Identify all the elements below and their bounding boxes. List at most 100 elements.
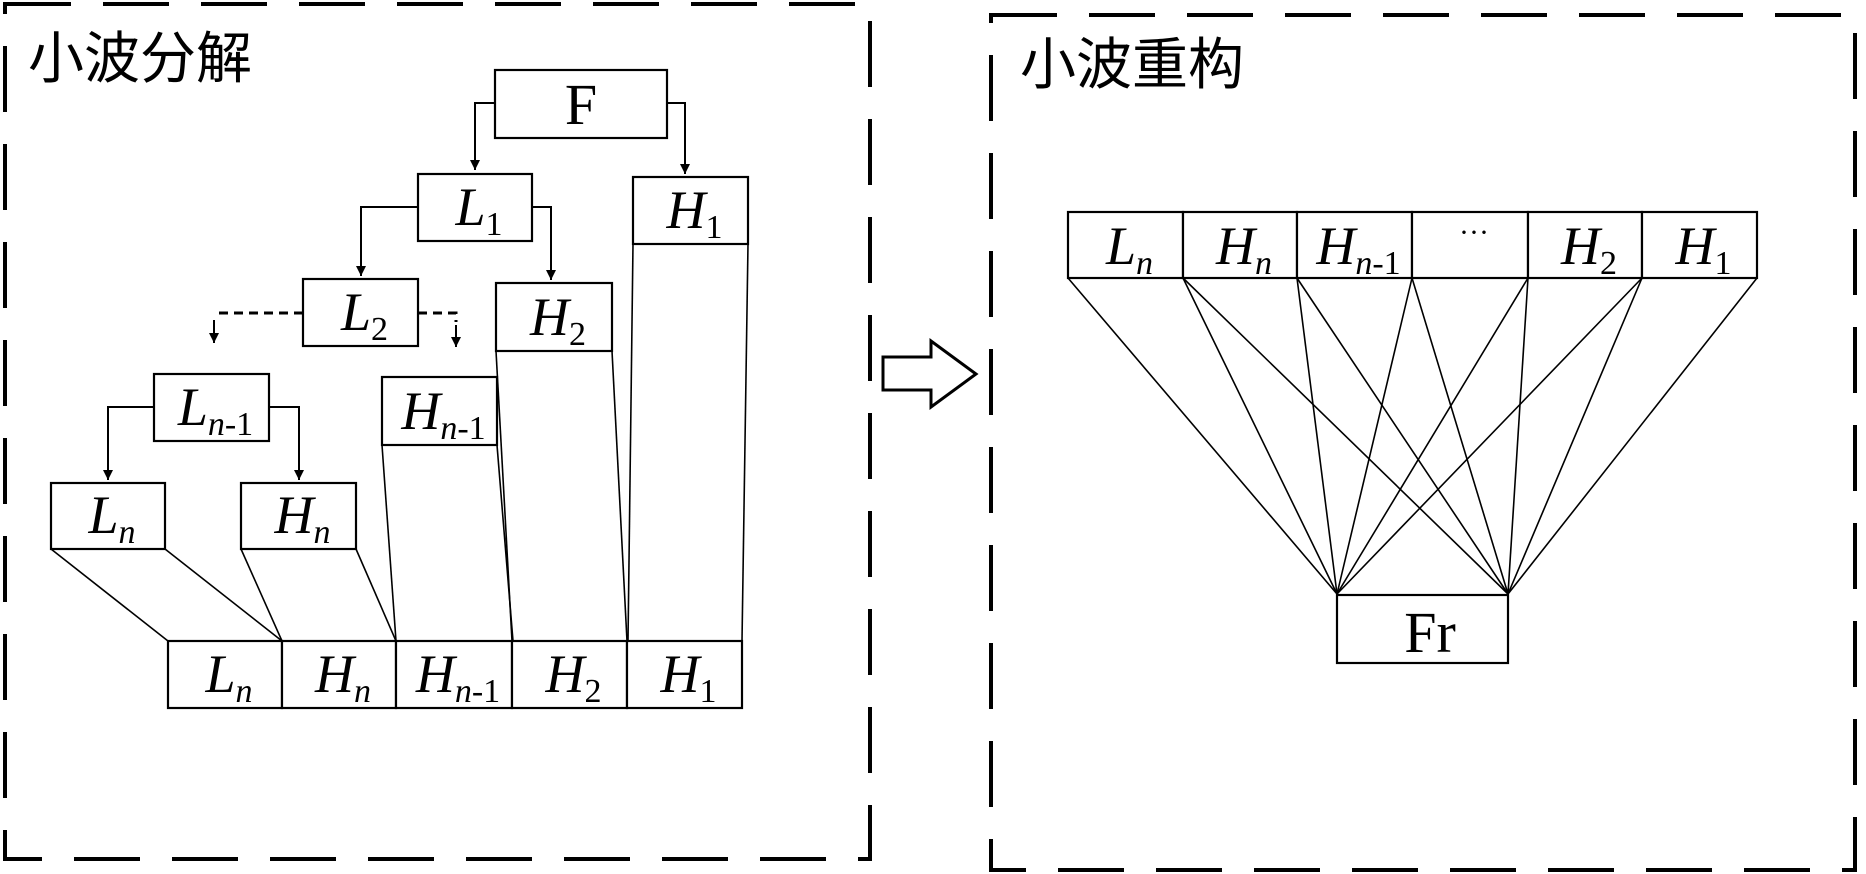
tree-node-ln-1: Ln-1 bbox=[152, 372, 271, 443]
cell-box bbox=[625, 639, 744, 710]
label-subscript: n bbox=[1136, 245, 1153, 282]
node-box bbox=[631, 175, 750, 246]
label-base: H bbox=[545, 644, 588, 704]
recon-line bbox=[1296, 277, 1338, 595]
input-cell-h2: H2 bbox=[1526, 210, 1644, 282]
dashed-l2-right bbox=[418, 311, 458, 322]
reconstruction-panel-border bbox=[989, 13, 1857, 872]
output-cell-hn-1: Hn-1 bbox=[394, 639, 514, 710]
label-subscript: 2 bbox=[371, 311, 388, 348]
output-cell-h2: H2 bbox=[510, 639, 629, 710]
node-box bbox=[49, 481, 167, 551]
node-box bbox=[494, 281, 614, 353]
recon-line bbox=[1411, 277, 1509, 595]
recon-line bbox=[1507, 277, 1643, 595]
label-subscript: n bbox=[119, 514, 136, 551]
label-subscript: n-1 bbox=[455, 673, 500, 710]
node-box bbox=[416, 172, 534, 243]
tree-node-h1: H1 bbox=[631, 175, 750, 246]
tree-node-hn: Hn bbox=[239, 481, 358, 551]
taper-lines bbox=[50, 243, 749, 642]
cell-box bbox=[1066, 210, 1185, 280]
output-cell-hn: Hn bbox=[280, 639, 398, 710]
label-subscript: n bbox=[236, 673, 253, 710]
node-box bbox=[239, 481, 358, 551]
decomposition-panel: 小波分解 F bbox=[3, 2, 872, 861]
label-base: H bbox=[415, 644, 458, 704]
output-cell-h1: H1 bbox=[625, 639, 744, 710]
node-label: H2 bbox=[529, 287, 586, 353]
arrow-l1-to-h2 bbox=[532, 206, 556, 280]
cell-box bbox=[1410, 210, 1530, 280]
cell-box bbox=[510, 639, 629, 710]
label-base: H bbox=[400, 381, 443, 441]
label-subscript: 2 bbox=[585, 673, 602, 710]
recon-line bbox=[1296, 277, 1509, 595]
node-label: Ln-1 bbox=[177, 377, 253, 443]
output-cell-ln: Ln bbox=[166, 639, 284, 710]
label-base: L bbox=[340, 282, 371, 342]
recon-line bbox=[1336, 277, 1643, 595]
node-label: Hn bbox=[274, 485, 331, 551]
input-cell-hn-1: Hn-1 bbox=[1295, 210, 1414, 282]
arrow-ln1-to-ln bbox=[103, 406, 154, 480]
label-subscript: 2 bbox=[1600, 245, 1617, 282]
recon-line bbox=[1336, 277, 1413, 595]
input-cell-ellipsis: ··· bbox=[1410, 210, 1530, 280]
node-box bbox=[301, 277, 420, 348]
node-label: Ln bbox=[87, 485, 135, 551]
label-base: H bbox=[1560, 216, 1603, 276]
input-cell-hn: Hn bbox=[1181, 210, 1299, 282]
node-label: H2 bbox=[545, 644, 602, 710]
label-base: L bbox=[204, 644, 235, 704]
label-base: L bbox=[177, 377, 208, 437]
node-label: Ln bbox=[1105, 216, 1153, 282]
label-base: L bbox=[454, 177, 485, 237]
arrow-l1-to-l2 bbox=[356, 206, 418, 276]
label-subscript: 2 bbox=[569, 316, 586, 353]
root-node-f: F bbox=[493, 68, 669, 140]
reconstruction-lines bbox=[1067, 277, 1758, 595]
tree-connectors bbox=[103, 102, 690, 480]
node-label: H1 bbox=[1675, 216, 1732, 282]
label-base: H bbox=[660, 644, 703, 704]
cell-box bbox=[1640, 210, 1759, 280]
node-label: Hn bbox=[314, 644, 371, 710]
node-label: L2 bbox=[340, 282, 388, 348]
label-base: H bbox=[666, 180, 709, 240]
label-base: H bbox=[314, 644, 357, 704]
cell-box bbox=[394, 639, 514, 710]
cell-box bbox=[1181, 210, 1299, 280]
reconstruction-title: 小波重构 bbox=[1020, 33, 1244, 98]
recon-line bbox=[1507, 277, 1758, 595]
label-subscript: 1 bbox=[1715, 245, 1732, 282]
label-base: H bbox=[529, 287, 572, 347]
decomposition-panel-border bbox=[3, 2, 872, 861]
output-label: Fr bbox=[1404, 600, 1456, 665]
label-base: H bbox=[1215, 216, 1258, 276]
label-subscript: n bbox=[314, 514, 331, 551]
label-base: L bbox=[87, 485, 118, 545]
label-subscript: 1 bbox=[706, 209, 723, 246]
hollow-right-arrow-icon bbox=[881, 338, 979, 410]
cell-box bbox=[280, 639, 398, 710]
cell-box bbox=[166, 639, 284, 710]
label-base: H bbox=[1675, 216, 1718, 276]
arrow-f-to-l1 bbox=[470, 102, 495, 170]
label-subscript: n-1 bbox=[208, 406, 253, 443]
label-subscript: n bbox=[1255, 245, 1272, 282]
tree-node-l2: L2 bbox=[301, 277, 420, 348]
node-label: ··· bbox=[1459, 216, 1489, 249]
label-subscript: 1 bbox=[486, 206, 503, 243]
arrow-f-to-h1 bbox=[667, 102, 690, 174]
recon-line bbox=[1182, 277, 1509, 595]
node-box bbox=[380, 375, 499, 447]
arrow-ln1-to-hn bbox=[269, 406, 304, 480]
input-cell-h1: H1 bbox=[1640, 210, 1759, 282]
label-base: L bbox=[1105, 216, 1136, 276]
label-subscript: n-1 bbox=[1355, 245, 1400, 282]
root-label: F bbox=[565, 72, 597, 137]
